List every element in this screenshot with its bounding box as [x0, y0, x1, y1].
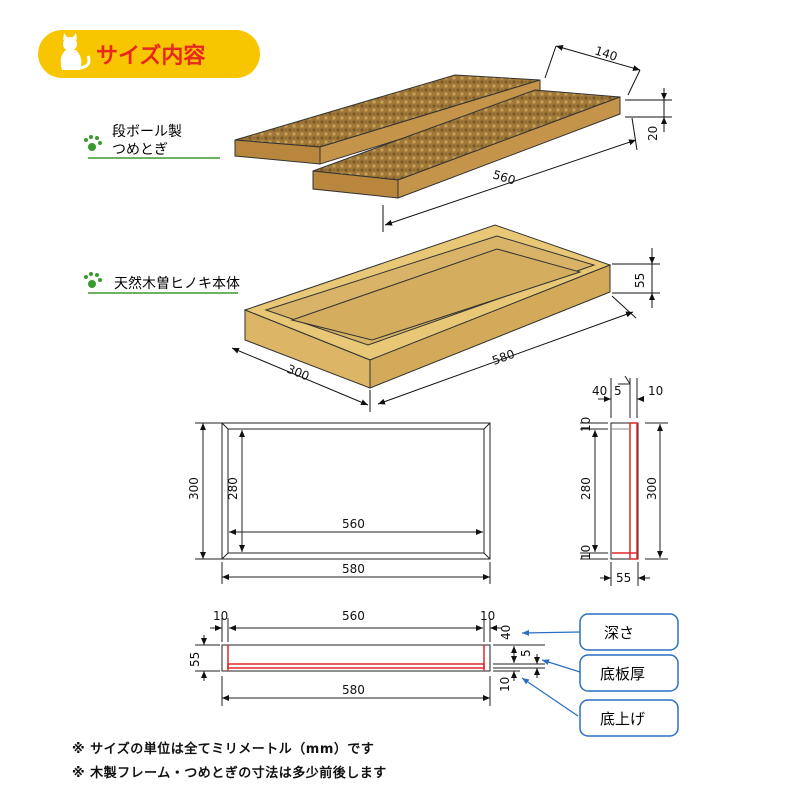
dim-front-10-right: 10 — [480, 609, 495, 623]
dim-front-5: 5 — [519, 649, 533, 657]
dim-top-inner-width: 560 — [342, 517, 365, 531]
dim-body-height: 55 — [633, 273, 647, 288]
cat-icon — [60, 33, 91, 70]
dim-side-300: 300 — [645, 477, 659, 500]
callout-depth: 深さ — [579, 613, 679, 651]
callout-depth-text: 深さ — [604, 624, 634, 642]
callout-base-thickness: 底板厚 — [579, 654, 679, 692]
dim-front-10-bottom: 10 — [498, 677, 512, 692]
dim-scratcher-length: 560 — [491, 167, 517, 187]
dim-body-width: 300 — [285, 362, 311, 384]
wooden-tray — [243, 224, 612, 389]
paw-icon — [84, 272, 102, 288]
dim-body-length: 580 — [490, 347, 516, 368]
cardboard-scratcher-1 — [234, 74, 541, 165]
scratcher-label-line1: 段ボール製 — [112, 124, 182, 140]
note-tolerance: ※ 木製フレーム・つめとぎの寸法は多少前後します — [72, 766, 387, 781]
dim-scratcher-thickness: 20 — [646, 126, 660, 141]
callout-base-thickness-text: 底板厚 — [600, 665, 645, 683]
dim-side-10-bottom: 10 — [579, 545, 593, 560]
dim-side-40: 40 — [592, 384, 607, 398]
callout-raised-base: 底上げ — [579, 699, 679, 737]
dim-scratcher-width: 140 — [593, 44, 619, 64]
dim-top-outer-height: 300 — [187, 477, 201, 500]
body-label-text: 天然木曽ヒノキ本体 — [114, 275, 240, 292]
body-label: 天然木曽ヒノキ本体 — [84, 272, 240, 294]
paw-icon — [84, 135, 102, 151]
scratcher-label: 段ボール製 つめとぎ — [84, 124, 220, 159]
front-view — [195, 618, 545, 706]
dim-front-40: 40 — [499, 625, 513, 640]
header-badge: サイズ内容 — [38, 30, 260, 78]
dim-side-10-right: 10 — [648, 384, 663, 398]
callout-raised-base-text: 底上げ — [600, 710, 645, 728]
tray-dimensions — [231, 248, 660, 412]
dim-front-560: 560 — [342, 609, 365, 623]
dim-top-outer-width: 580 — [342, 562, 365, 576]
scratcher-label-line2: つめとぎ — [112, 142, 168, 158]
side-view — [580, 375, 668, 586]
top-view — [195, 422, 491, 584]
dim-front-10-left: 10 — [213, 609, 228, 623]
dim-side-10-top: 10 — [579, 417, 593, 432]
dim-side-280: 280 — [579, 477, 593, 500]
note-units: ※ サイズの単位は全てミリメートル（mm）です — [72, 742, 375, 757]
dim-front-580: 580 — [342, 683, 365, 697]
page-title: サイズ内容 — [96, 43, 205, 69]
dim-side-5: 5 — [614, 384, 622, 398]
dim-front-55: 55 — [188, 652, 202, 667]
dim-side-55: 55 — [616, 571, 631, 585]
callouts — [521, 629, 581, 717]
dim-top-inner-height: 280 — [226, 477, 240, 500]
scratcher-dimensions — [382, 45, 672, 232]
